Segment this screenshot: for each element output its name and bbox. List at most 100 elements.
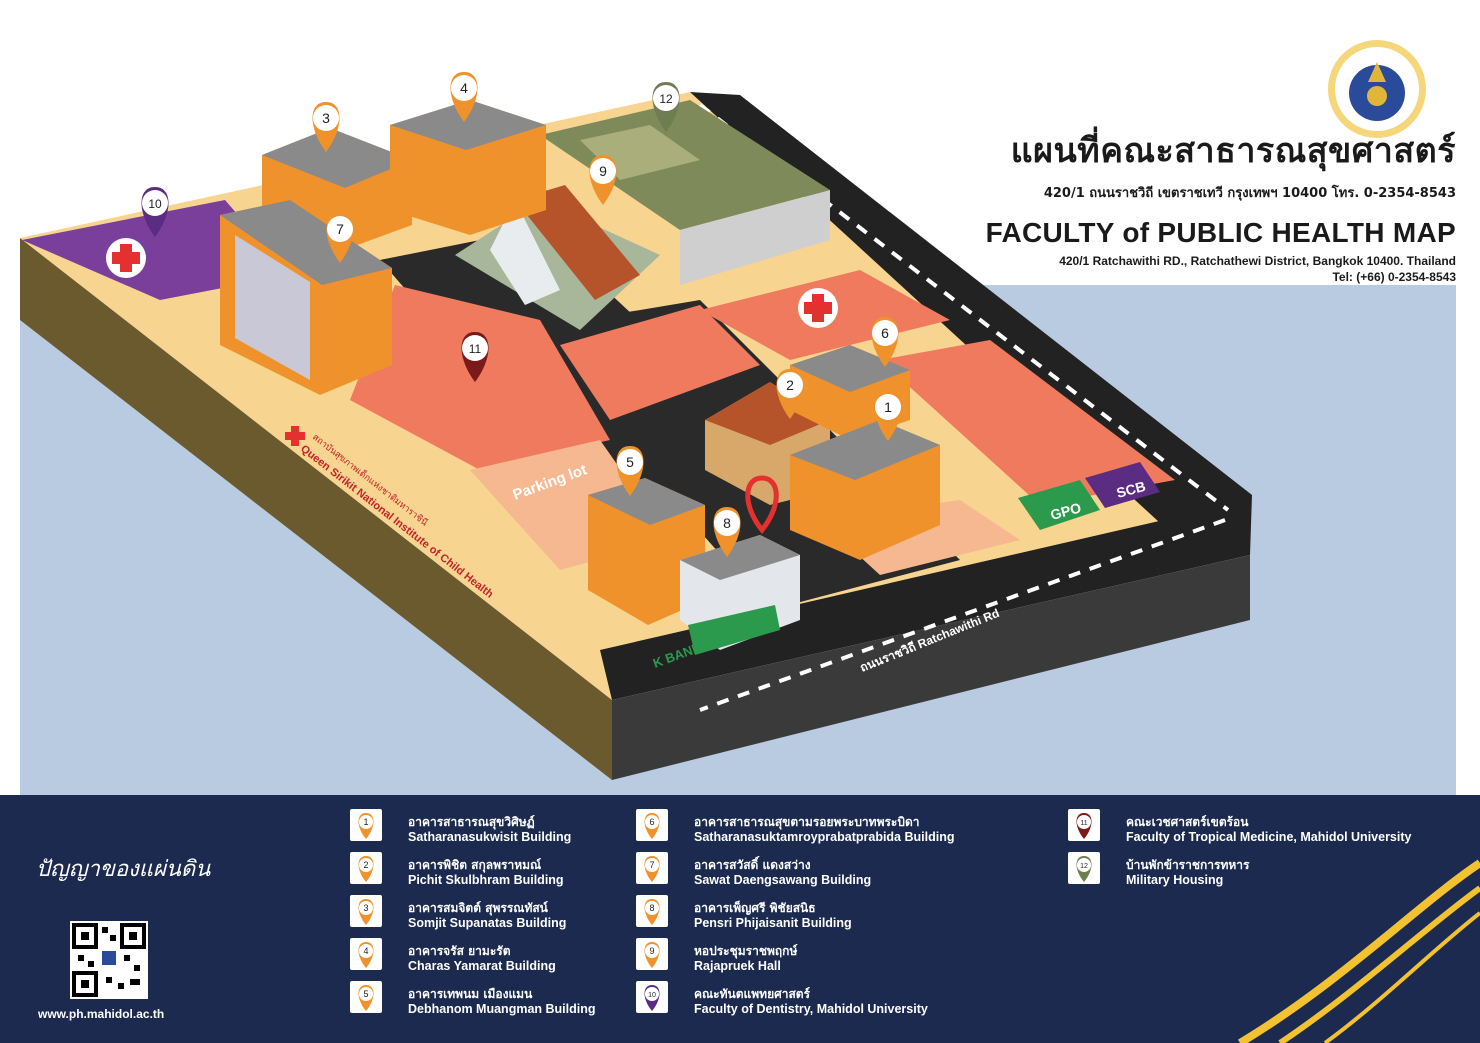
legend-label-english: Military Housing [1126,873,1224,887]
svg-text:5: 5 [363,989,368,999]
map-marker-2[interactable]: 2 [776,369,804,419]
svg-text:6: 6 [649,817,654,827]
map-marker-10[interactable]: 10 [141,187,169,237]
legend-label-thai: อาคารสาธารณสุขวิศิษฏ์ [408,815,535,829]
map-marker-11[interactable]: 11 [461,332,489,382]
marker-number: 6 [881,325,889,341]
address-thai: 420/1 ถนนราชวิถี เขตราชเทวี กรุงเทพฯ 104… [1043,186,1456,201]
legend-item-1: 1 อาคารสาธารณสุขวิศิษฏ์Satharanasukwisit … [350,807,770,847]
legend-marker-icon: 11 [1068,809,1100,841]
legend-item-2: 2 อาคารพิชิต สกุลพราหมณ์Pichit Skulbhram … [350,850,770,890]
legend-label-english: Charas Yamarat Building [408,959,556,973]
map-illustration: GPO SCB [20,72,1456,795]
legend-marker-icon: 7 [636,852,668,884]
legend-marker-icon: 12 [1068,852,1100,884]
legend-marker-icon: 2 [350,852,382,884]
svg-text:11: 11 [1080,820,1087,827]
svg-text:1: 1 [363,817,368,827]
campus-map: GPO SCB [20,72,1456,795]
marker-number: 11 [469,342,482,356]
legend-label-thai: อาคารสมจิตต์ สุพรรณทัสน์ [408,901,548,915]
map-marker-8[interactable]: 8 [713,507,741,557]
map-marker-1[interactable]: 1 [874,391,902,441]
map-marker-9[interactable]: 9 [589,155,617,205]
marker-number: 12 [659,92,673,106]
website-link[interactable]: www.ph.mahidol.ac.th [38,1007,165,1021]
building-5 [588,478,705,625]
legend-label-english: Debhanom Muangman Building [408,1002,596,1016]
svg-text:3: 3 [363,903,368,913]
gpo-label: GPO [1049,499,1083,523]
building-1 [790,420,940,560]
legend-item-9: 9 หอประชุมราชพฤกษ์Rajapruek Hall [636,936,1056,976]
legend-label-thai: อาคารจรัส ยามะรัต [408,944,511,958]
legend-marker-icon: 10 [636,981,668,1013]
legend-item-3: 3 อาคารสมจิตต์ สุพรรณทัสน์Somjit Supanata… [350,893,770,933]
legend-label-english: Sawat Daengsawang Building [694,873,872,887]
legend-label-english: Rajapruek Hall [694,959,781,973]
title-thai: แผนที่คณะสาธารณสุขศาสตร์ [1010,131,1456,171]
legend-item-10: 10 คณะทันตแพทยศาสตร์Faculty of Dentistry,… [636,979,1056,1019]
legend-label-thai: คณะทันตแพทยศาสตร์ [694,987,811,1001]
hospital-cross-icon [285,426,305,446]
marker-number: 2 [786,377,794,393]
telephone: Tel: (+66) 0-2354-8543 [1332,270,1456,284]
legend-label-english: Somjit Supanatas Building [408,916,567,930]
legend-marker-icon: 6 [636,809,668,841]
legend-label-thai: อาคารพิชิต สกุลพราหมณ์ [408,858,542,872]
marker-number: 1 [884,399,892,415]
legend-label-thai: อาคารสวัสดิ์ แดงสว่าง [694,858,811,872]
legend-label-english: Faculty of Tropical Medicine, Mahidol Un… [1126,830,1412,844]
legend-marker-icon: 8 [636,895,668,927]
svg-text:4: 4 [363,946,368,956]
address-english: 420/1 Ratchawithi RD., Ratchathewi Distr… [1059,254,1456,268]
hospital-cross-icon [106,238,146,278]
location-pin-icon [745,475,779,535]
legend-label-thai: อาคารเทพนม เมืองแมน [408,987,533,1001]
legend-marker-icon: 4 [350,938,382,970]
svg-text:10: 10 [648,992,656,999]
legend-label-english: Satharanasukwisit Building [408,830,572,844]
legend-label-thai: บ้านพักข้าราชการทหาร [1126,858,1250,872]
qr-code-icon [70,921,148,999]
legend-label-english: Faculty of Dentistry, Mahidol University [694,1002,928,1016]
legend-marker-icon: 1 [350,809,382,841]
scb-label: SCB [1115,478,1148,501]
map-marker-12[interactable]: 12 [652,82,680,132]
legend-label-thai: หอประชุมราชพฤกษ์ [694,944,798,958]
legend-label-thai: อาคารสาธารณสุขตามรอยพระบาทพระบิดา [694,815,920,829]
marker-number: 8 [723,515,731,531]
title-block: แผนที่คณะสาธารณสุขศาสตร์ 420/1 ถนนราชวิถ… [986,130,1456,285]
legend-marker-icon: 3 [350,895,382,927]
legend-label-english: Pichit Skulbhram Building [408,873,564,887]
marker-number: 9 [599,163,607,179]
svg-text:8: 8 [649,903,654,913]
map-marker-4[interactable]: 4 [450,72,478,122]
svg-text:9: 9 [649,946,654,956]
map-marker-6[interactable]: 6 [871,317,899,367]
map-marker-3[interactable]: 3 [312,102,340,152]
building-4 [390,100,546,235]
title-english: FACULTY of PUBLIC HEALTH MAP [985,217,1456,248]
marker-number: 7 [336,221,344,237]
legend-label-thai: อาคารเพ็ญศรี พิชัยสนิธ [694,901,816,915]
map-marker-5[interactable]: 5 [616,446,644,496]
svg-text:2: 2 [363,860,368,870]
marker-number: 5 [626,454,634,470]
legend-label-english: Pensri Phijaisanit Building [694,916,852,930]
map-marker-7[interactable]: 7 [326,213,354,263]
decorative-swoosh [1237,859,1480,1043]
legend-label-thai: คณะเวชศาสตร์เขตร้อน [1126,815,1249,829]
marker-number: 3 [322,110,330,126]
marker-number: 10 [148,197,162,211]
legend-marker-icon: 5 [350,981,382,1013]
legend-marker-icon: 9 [636,938,668,970]
